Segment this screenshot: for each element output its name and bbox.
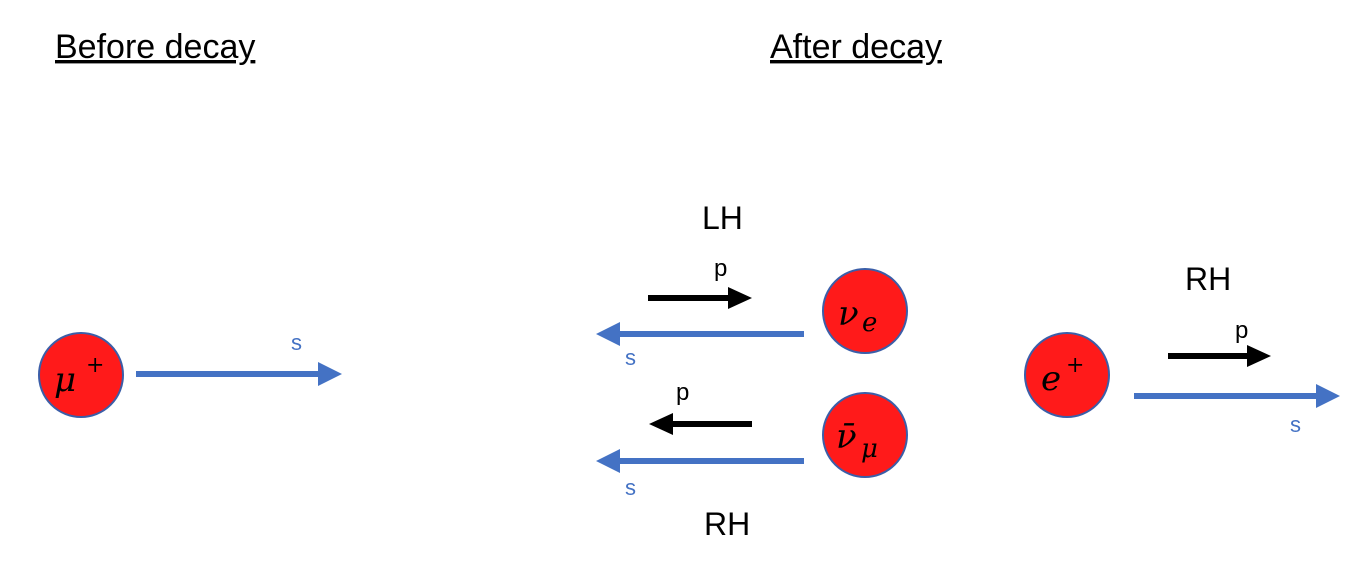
electron-neutrino-symbol: ν bbox=[838, 294, 859, 334]
positron-momentum-arrowhead bbox=[1247, 345, 1271, 367]
electron-neutrino-momentum-arrowhead bbox=[728, 287, 752, 309]
muon-charge: + bbox=[86, 353, 104, 378]
positron-handedness: RH bbox=[1185, 261, 1231, 297]
positron-spin-label: s bbox=[1290, 412, 1301, 437]
electron-neutrino-subscript: e bbox=[862, 308, 877, 338]
muon-spin-arrowhead bbox=[318, 362, 342, 386]
electron-neutrino-circle bbox=[822, 268, 908, 354]
muon-antineutrino-momentum-label: p bbox=[676, 379, 689, 406]
positron-symbol: e bbox=[1041, 359, 1061, 399]
heading-after-decay: After decay bbox=[770, 28, 942, 66]
electron-neutrino-momentum-label: p bbox=[714, 255, 727, 282]
heading-before-decay: Before decay bbox=[55, 28, 255, 66]
electron-neutrino-particle: ν e bbox=[822, 268, 908, 354]
muon-symbol: μ bbox=[54, 360, 76, 400]
electron-neutrino-spin-arrowhead bbox=[596, 322, 620, 346]
muon-antineutrino-circle bbox=[822, 392, 908, 478]
muon-particle: μ + bbox=[38, 332, 124, 418]
positron-charge: + bbox=[1066, 353, 1084, 378]
muon-circle bbox=[38, 332, 124, 418]
positron-momentum-label: p bbox=[1235, 317, 1248, 344]
muon-antineutrino-symbol: ν̄ bbox=[836, 417, 857, 457]
muon-antineutrino-spin-arrowhead bbox=[596, 449, 620, 473]
muon-antineutrino-subscript: μ bbox=[861, 434, 878, 464]
electron-neutrino-handedness: LH bbox=[702, 200, 743, 236]
muon-spin-label: s bbox=[291, 330, 302, 355]
muon-antineutrino-particle: ν̄ μ bbox=[822, 392, 908, 478]
positron-spin-arrowhead bbox=[1316, 384, 1340, 408]
muon-antineutrino-spin-label: s bbox=[625, 475, 636, 500]
positron-particle: e + bbox=[1024, 332, 1110, 418]
electron-neutrino-spin-label: s bbox=[625, 345, 636, 370]
positron-circle bbox=[1024, 332, 1110, 418]
muon-antineutrino-momentum-arrowhead bbox=[649, 413, 673, 435]
muon-antineutrino-handedness: RH bbox=[704, 506, 750, 542]
